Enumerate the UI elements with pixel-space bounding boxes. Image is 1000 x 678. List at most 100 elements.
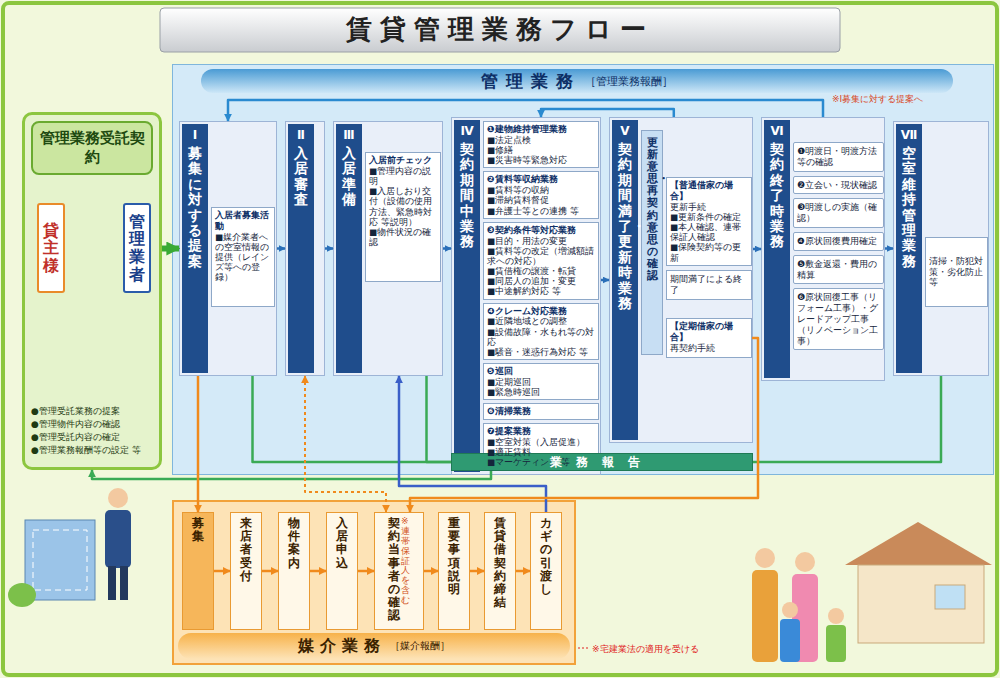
- phase-column: Ⅱ 入居審査: [285, 121, 325, 376]
- node-text: ❻清掃業務: [487, 406, 595, 417]
- connector: [410, 338, 758, 512]
- title-holder: 賃貸管理業務フロー: [0, 12, 1000, 47]
- node-text: 募集に対する提案: [188, 146, 202, 269]
- title: 賃貸管理業務フロー: [346, 12, 654, 47]
- connector: [885, 247, 893, 250]
- node-text: ●管理物件内容の確認: [31, 418, 155, 431]
- brokerage-step: カギの引渡し: [530, 512, 562, 630]
- connector: [427, 376, 452, 462]
- node-text: ■災害時等緊急対応: [487, 155, 595, 165]
- management-panel: 入居者募集活動■媒介業者への空室情報の提供（レインズ等への登録） Ⅰ 募集に対する提…: [172, 64, 994, 475]
- task-box: 【定期借家の場合】再契約手続: [666, 318, 752, 358]
- node-text: 媒介業務: [298, 636, 386, 657]
- phase-band: Ⅰ 募集に対する提案: [182, 124, 208, 373]
- phase-band: Ⅵ契約終了時業務: [764, 120, 790, 378]
- node-text: ■賃料等の収納: [487, 185, 595, 195]
- phase-column: 清掃・防犯対策・劣化防止等 Ⅶ空室維持管理業務: [893, 121, 989, 376]
- connector: [228, 100, 823, 121]
- body: [780, 619, 800, 662]
- step-box: ❷立会い・現状確認: [793, 176, 884, 195]
- step-box: ❶明渡日・明渡方法等の確認: [793, 142, 884, 172]
- node-text: ※連帯保証人を含む: [401, 517, 410, 606]
- node-text: ■定期巡回: [487, 377, 595, 387]
- node-text: Ⅴ: [620, 124, 629, 138]
- node-text: ■近隣地域との調整: [487, 316, 595, 326]
- connector: [162, 246, 179, 252]
- connector: [310, 570, 326, 573]
- roof: [845, 522, 992, 565]
- phase-band: Ⅱ 入居審査: [288, 124, 314, 373]
- phase-column: 更新意思・再契約意思の確認【普通借家の場合】更新手続■更新条件の確定■本人確認、…: [609, 117, 753, 443]
- node-text: 契約期間満了・更新時業務: [618, 142, 632, 311]
- node-text: 入居準備: [342, 146, 356, 208]
- phase-band: Ⅶ空室維持管理業務: [896, 124, 922, 373]
- connector: [443, 247, 451, 250]
- node-text: ■設備故障・水もれ等の対応: [487, 327, 595, 347]
- node-text: 物件案内: [288, 517, 300, 570]
- node-text: 貸主様: [43, 222, 59, 275]
- node-text: Ⅵ: [770, 124, 783, 138]
- brokerage-panel: 募集来店者受付物件案内入居申込契約当事者の確認※連帯保証人を含む重要事項説明賃貸…: [172, 500, 576, 665]
- node-text: ■保険契約等の更新: [670, 242, 748, 262]
- task-box: ❺巡回■定期巡回■緊急時巡回: [483, 363, 599, 400]
- connector: [399, 376, 546, 512]
- phase-band: Ⅴ 契約期間満了・更新時業務: [612, 120, 638, 440]
- brokerage-step: 物件案内: [278, 512, 310, 630]
- connector: [305, 376, 386, 512]
- phase-column: 入居前チェック■管理内容の説明■入居しおり交付（設備の使用方法、緊急時対応 等説…: [333, 121, 443, 376]
- family: [752, 548, 846, 662]
- task-box: 入居前チェック■管理内容の説明■入居しおり交付（設備の使用方法、緊急時対応 等説…: [365, 152, 441, 282]
- node-text: 清掃・防犯対策・劣化防止等: [929, 256, 984, 288]
- node-text: ■目的・用法の変更: [487, 236, 595, 246]
- node-text: Ⅰ: [193, 128, 197, 142]
- manager-figure: [105, 488, 131, 600]
- node-text: ❻原状回復工事（リフォーム工事）・グレードアップ工事（リノベーション工事）: [797, 292, 880, 346]
- node-text: ■緊急時巡回: [487, 387, 595, 397]
- task-box: 入居者募集活動■媒介業者への空室情報の提供（レインズ等への登録）: [211, 207, 275, 307]
- head: [782, 602, 798, 618]
- phase-band: Ⅳ 契約期間中業務: [454, 120, 480, 472]
- phase-column: ❶明渡日・明渡方法等の確認❷立会い・現状確認❸明渡しの実施（確認）❹原状回復費用…: [761, 117, 885, 381]
- connector: [753, 248, 761, 251]
- phase-band: Ⅲ入居準備: [336, 124, 362, 373]
- node-text: ■物件状況の確認: [369, 227, 437, 247]
- head: [755, 548, 775, 568]
- building-windows: [33, 530, 87, 590]
- connector: [325, 247, 333, 250]
- node-text: ■同居人の追加・変更: [487, 276, 595, 286]
- node-text: ●管理受託業務の提案: [31, 405, 155, 418]
- connector: [470, 570, 484, 573]
- connector: [214, 570, 230, 573]
- node-text: ❹クレーム対応業務: [487, 306, 595, 317]
- node-text: ❸契約条件等対応業務: [487, 225, 595, 236]
- node-text: ■弁護士等との連携 等: [487, 206, 595, 216]
- connector: [262, 570, 278, 573]
- node-text: ❶明渡日・明渡方法等の確認: [797, 146, 880, 168]
- node-text: ❼提案業務: [487, 426, 595, 437]
- node-text: 募集: [192, 517, 204, 543]
- node-text: ■修繕: [487, 145, 595, 155]
- connector: [358, 570, 374, 573]
- node-text: Ⅱ: [297, 128, 305, 142]
- connector: [253, 376, 452, 462]
- connector: [516, 570, 530, 573]
- confirm-band: 更新意思・再契約意思の確認: [641, 130, 663, 355]
- node-text: 再契約手続: [670, 343, 748, 353]
- house: [845, 522, 992, 643]
- node-text: 期間満了による終了: [670, 274, 748, 296]
- node-text: Ⅳ: [460, 124, 473, 138]
- step-box: ❺敷金返還・費用の精算: [793, 255, 884, 285]
- node-text: 管理業務受託契約: [37, 129, 147, 167]
- body: [826, 625, 846, 662]
- node-text: 入居審査: [294, 146, 308, 208]
- connector: [92, 470, 491, 479]
- node-text: 契約期間中業務: [460, 142, 474, 250]
- task-box: ❻清掃業務: [483, 403, 599, 420]
- task-box: 【普通借家の場合】更新手続■更新条件の確定■本人確認、連帯保証人確認■保険契約等…: [666, 177, 752, 266]
- note-leader: [578, 648, 588, 649]
- node-text: 【普通借家の場合】: [670, 180, 748, 202]
- node-text: ■賃料等の改定（増減額請求への対応）: [487, 246, 595, 266]
- node-text: 来店者受付: [240, 517, 252, 583]
- head: [828, 608, 844, 624]
- node-text: 管理業務: [481, 70, 581, 93]
